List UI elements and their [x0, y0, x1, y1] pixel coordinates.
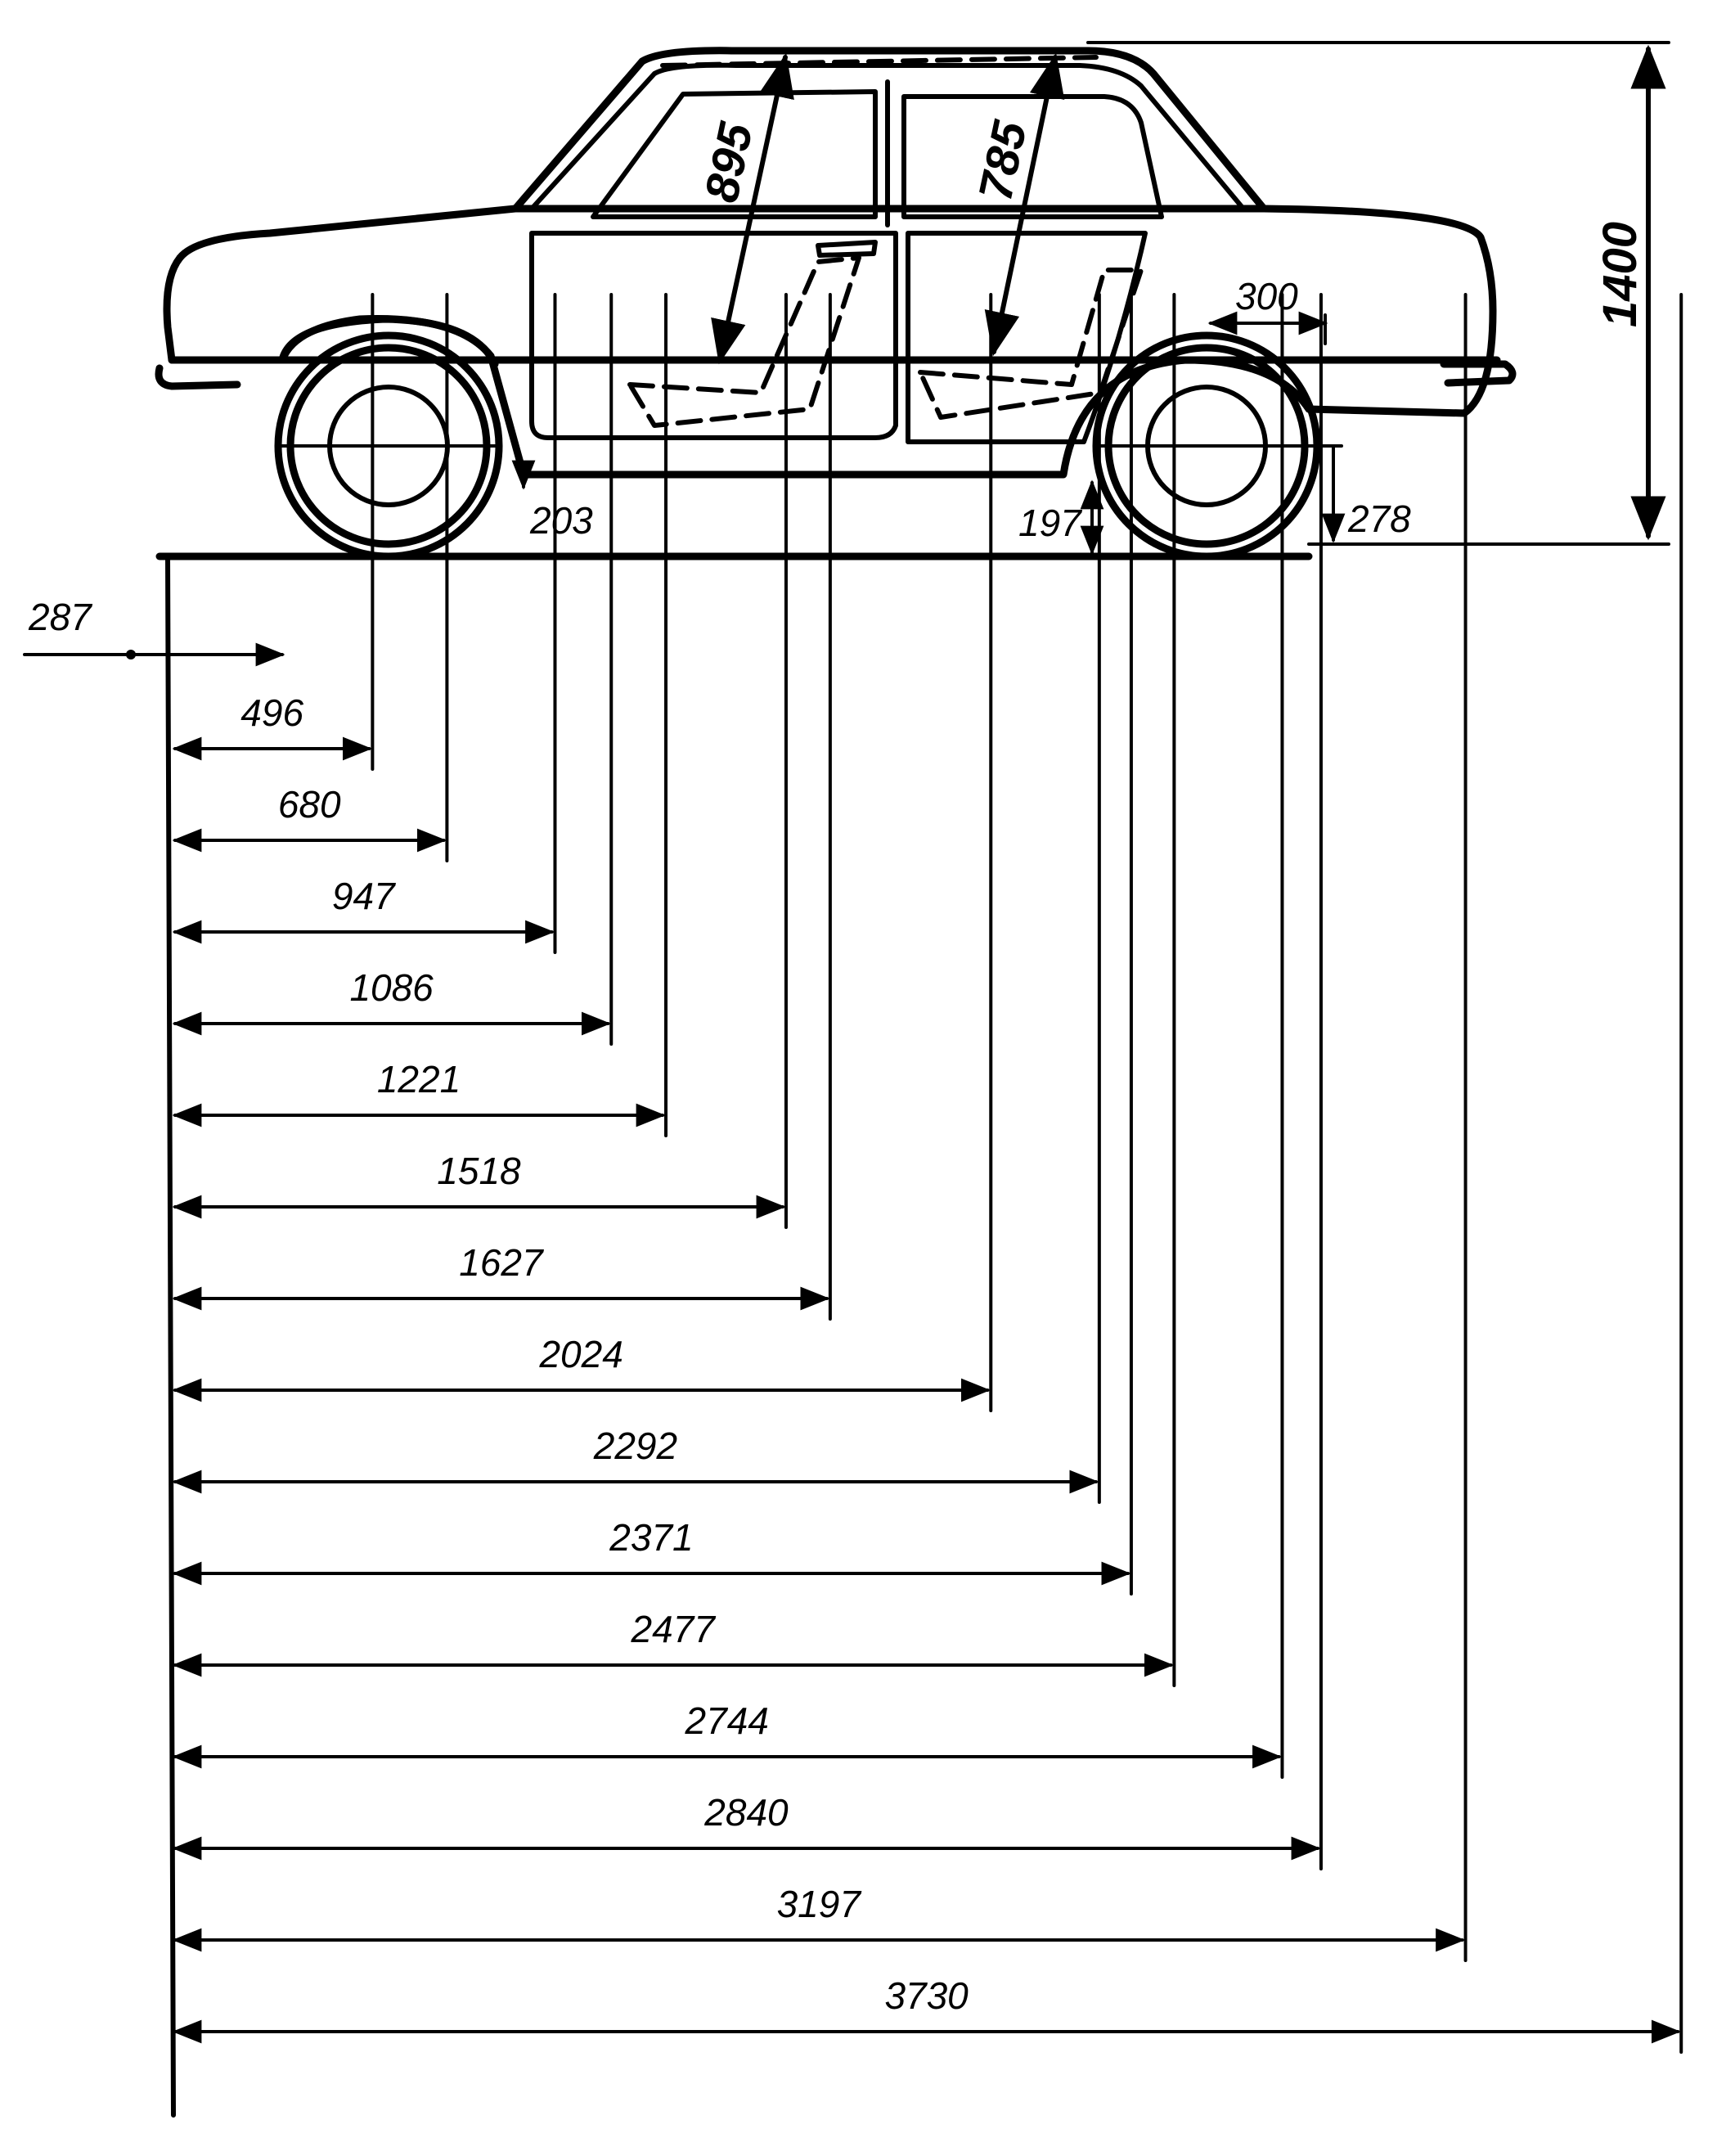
small-dimensions: 300 203 197 278 287: [23, 275, 1411, 667]
dimension-label-2477: 2477: [631, 1608, 717, 1650]
rear-clearance-label: 278: [1347, 497, 1411, 540]
dimension-label-3197: 3197: [777, 1883, 862, 1925]
height-label: 1400: [1593, 222, 1647, 327]
rear-seat: [918, 268, 1144, 420]
rear-door: [906, 231, 1148, 444]
rear-wheel: [1092, 331, 1343, 560]
car-side-view: [155, 47, 1517, 560]
dimension-label-2371: 2371: [609, 1516, 693, 1559]
front-wheel: [274, 331, 503, 560]
rear-bumper: [1440, 360, 1517, 387]
dimension-label-1221: 1221: [377, 1058, 461, 1101]
dimension-label-2744: 2744: [685, 1699, 769, 1742]
dimension-label-1086: 1086: [349, 966, 434, 1009]
headroom-dimensions: 895 785: [694, 52, 1065, 365]
front-bumper: [155, 364, 241, 390]
dimension-label-2024: 2024: [538, 1333, 623, 1375]
front-wheel-arch: [278, 315, 499, 368]
longitudinal-dimensions: 496 680 947 1086 1221 1518 1627 2024 2292 2371 247…: [172, 293, 1683, 2054]
mid-clearance-label: 197: [1018, 502, 1082, 544]
front-door: [529, 231, 898, 440]
dimension-label-1518: 1518: [437, 1150, 521, 1192]
front-headroom-label: 895: [694, 118, 763, 207]
door-handle: [816, 240, 878, 258]
front-overhang-label: 287: [28, 596, 92, 638]
dimension-label-2292: 2292: [593, 1425, 677, 1467]
car-roof: [511, 47, 1268, 213]
rear-offset-label: 300: [1235, 275, 1298, 317]
front-clearance-label: 203: [529, 499, 593, 542]
dimension-label-1627: 1627: [459, 1241, 544, 1284]
dimension-label-496: 496: [240, 691, 303, 734]
dimension-label-3730: 3730: [884, 1974, 969, 2017]
dimension-label-2840: 2840: [703, 1791, 789, 1834]
dimension-label-680: 680: [278, 783, 341, 826]
rear-window: [901, 94, 1164, 219]
height-dimension: 1400: [1086, 41, 1670, 546]
front-seat: [627, 255, 861, 428]
car-body-top: [176, 205, 1497, 315]
dimension-label-947: 947: [332, 875, 396, 917]
datum-line: [165, 554, 176, 2118]
